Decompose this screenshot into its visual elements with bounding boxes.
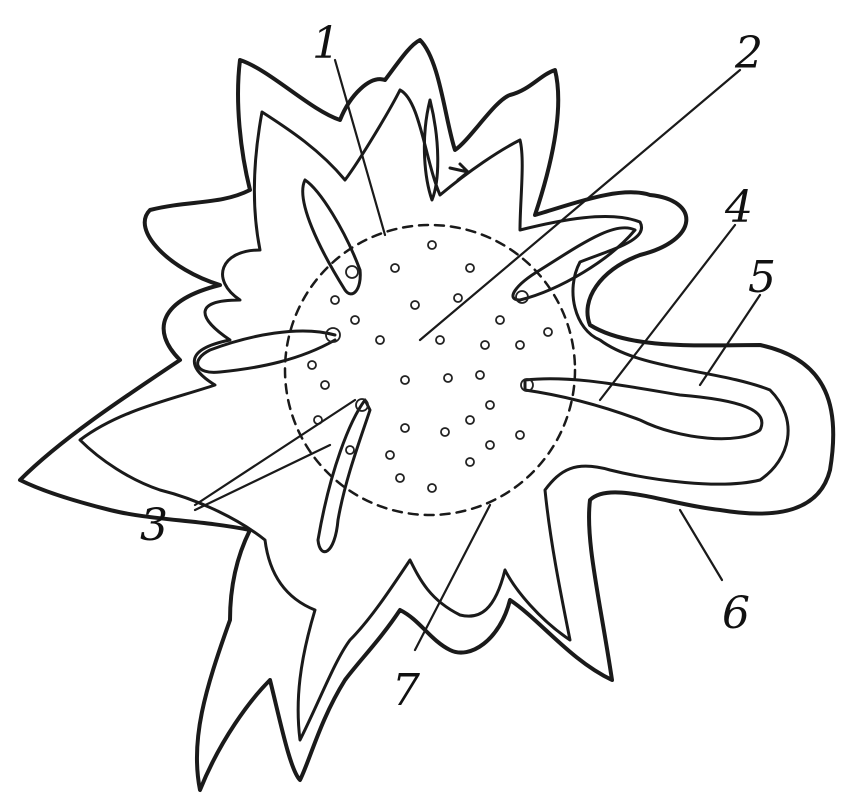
label-2: 2 [734,28,763,79]
pseudopod-channel-lower [318,400,370,552]
arrow-mark [450,164,468,180]
leader-line-3a [195,400,355,505]
granules [308,241,552,492]
leader-line-5 [700,295,760,385]
label-1: 1 [312,18,340,69]
vacuole-dot [346,266,358,278]
label-4: 4 [724,182,753,233]
leader-line-2 [420,70,740,340]
label-7: 7 [392,665,420,716]
pseudopod-channel-upper-left [303,180,361,294]
leader-line-6 [680,510,722,580]
pseudopod-channel-left [198,331,335,372]
label-3: 3 [140,500,168,551]
pseudopod-channel-right [525,379,762,439]
label-6: 6 [722,588,750,639]
leader-line-3b [195,445,330,510]
endoplasm-boundary [285,225,575,515]
leader-line-1 [335,60,385,235]
label-5: 5 [748,252,776,303]
leader-line-7 [415,505,490,650]
